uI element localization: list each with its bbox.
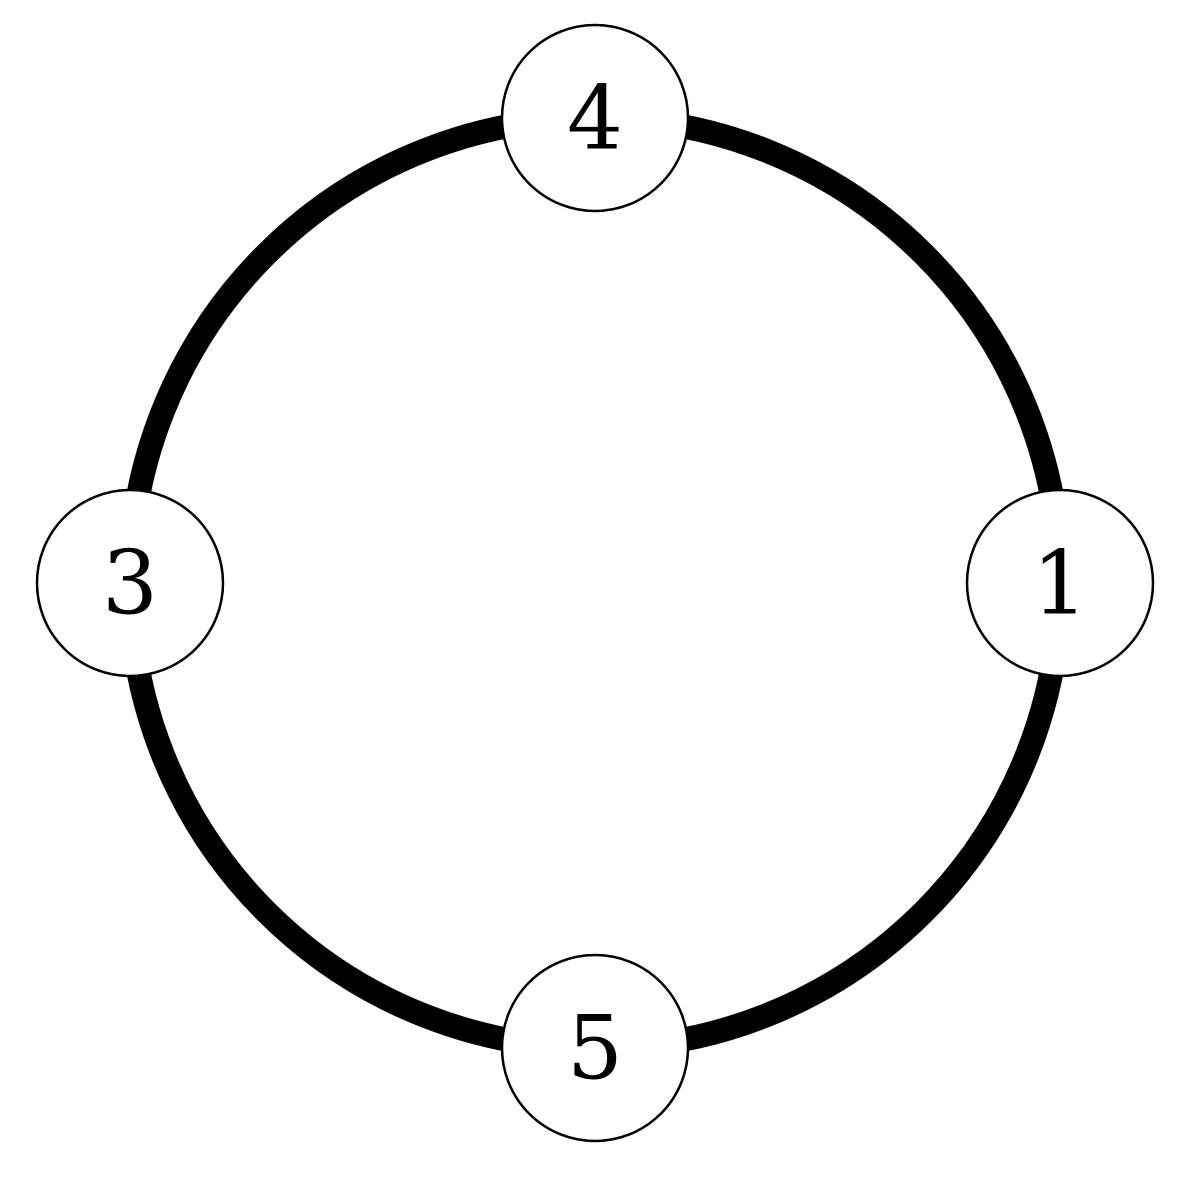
node-1-circle	[965, 488, 1155, 678]
node-4-circle	[500, 23, 690, 213]
node-3-label: 3	[102, 532, 158, 635]
node-1: 1	[965, 488, 1155, 678]
node-5-circle	[500, 953, 690, 1143]
edge-4-1	[594, 106, 1072, 584]
node-1-label: 1	[1032, 532, 1088, 635]
edge-1-5	[594, 582, 1072, 1060]
node-4-label: 4	[567, 67, 623, 170]
node-4: 4	[500, 23, 690, 213]
edge-5-3	[118, 582, 596, 1060]
node-3: 3	[35, 488, 225, 678]
node-3-circle	[35, 488, 225, 678]
node-5: 5	[500, 953, 690, 1143]
edge-3-4	[118, 106, 596, 584]
node-5-label: 5	[567, 997, 623, 1100]
